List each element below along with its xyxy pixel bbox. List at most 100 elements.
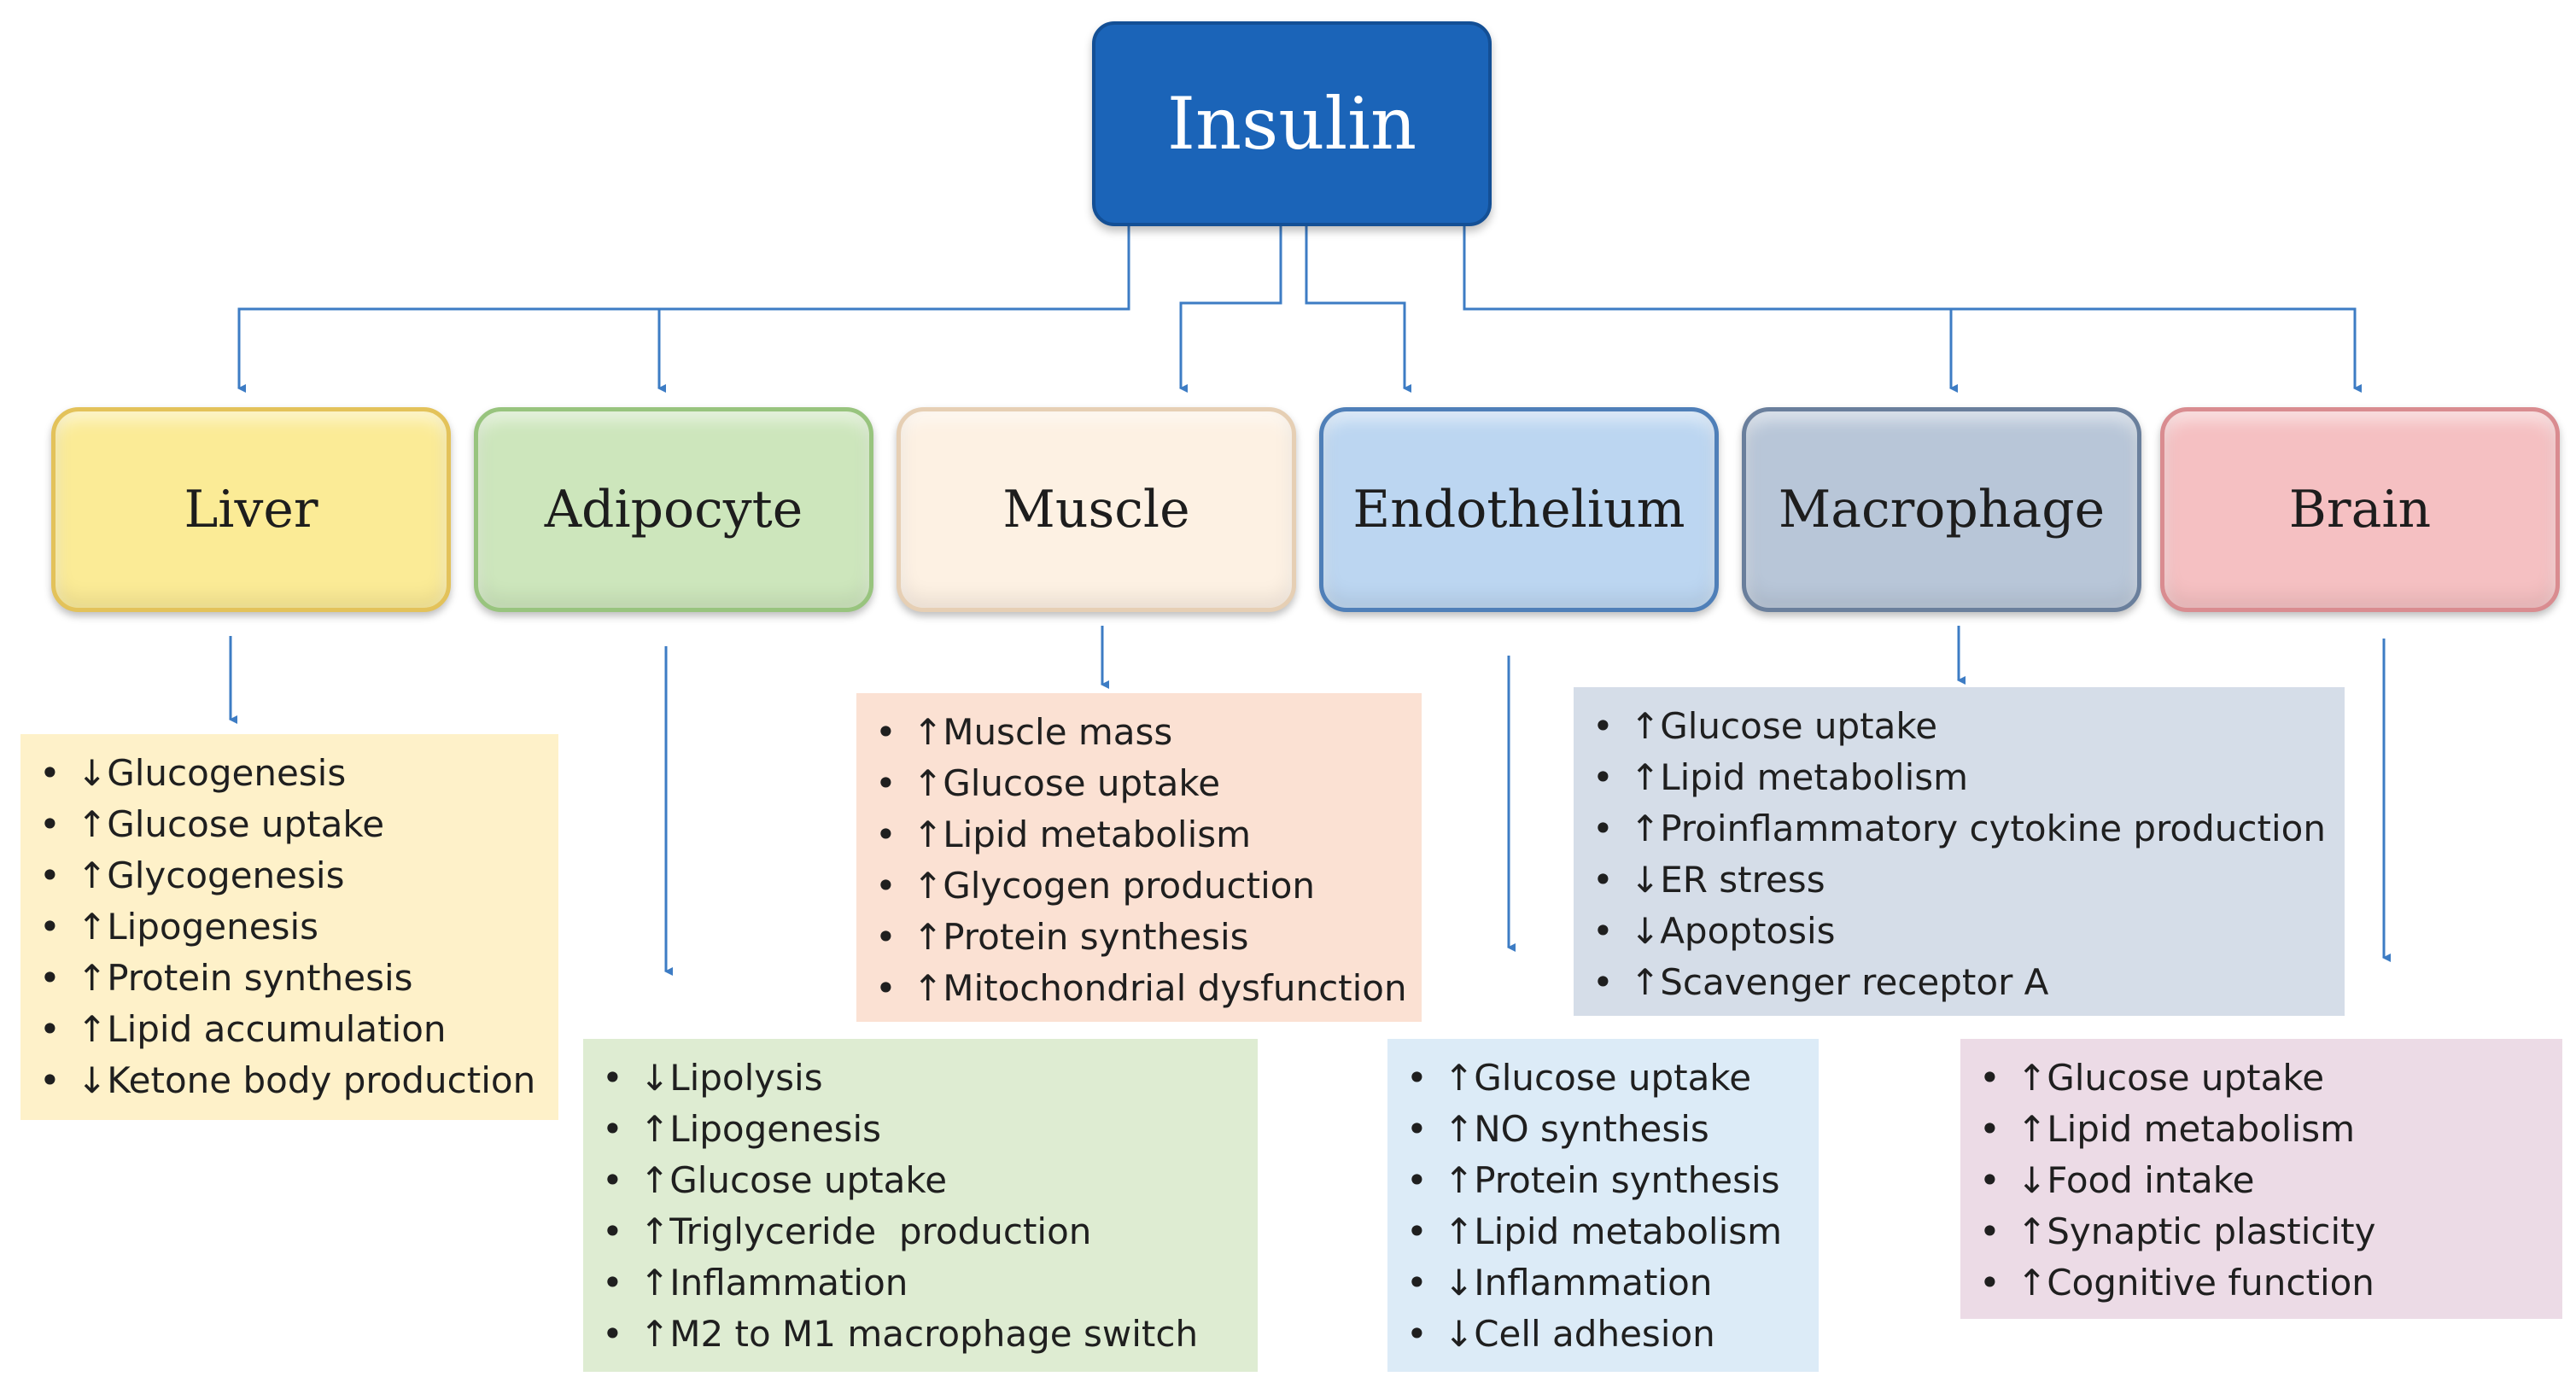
effect-item: •↓Inflammation (1406, 1257, 1798, 1309)
up-arrow-icon: ↑ (640, 1313, 670, 1355)
bullet-icon: • (602, 1108, 623, 1150)
up-arrow-icon: ↑ (2017, 1262, 2047, 1304)
bullet-icon: • (1979, 1210, 2001, 1252)
tissue-box-muscle: Muscle (897, 407, 1296, 612)
effect-item: •↑Protein synthesis (39, 953, 538, 1004)
effect-item: •↑NO synthesis (1406, 1104, 1798, 1155)
effect-text: M2 to M1 macrophage switch (669, 1313, 1199, 1355)
up-arrow-icon: ↑ (77, 906, 108, 948)
up-arrow-icon: ↑ (1630, 756, 1661, 798)
effect-text: Lipid metabolism (943, 814, 1252, 855)
tissue-box-adipocyte: Adipocyte (474, 407, 873, 612)
bullet-icon: • (1592, 756, 1614, 798)
bullet-icon: • (39, 906, 61, 948)
effect-item: •↑Lipid metabolism (1592, 752, 2324, 803)
effect-text: Protein synthesis (943, 916, 1249, 958)
effect-item: •↑Lipid accumulation (39, 1004, 538, 1055)
effect-text: Lipid metabolism (2047, 1108, 2356, 1150)
up-arrow-icon: ↑ (640, 1108, 670, 1150)
effect-text: Lipid accumulation (107, 1008, 447, 1050)
up-arrow-icon: ↑ (77, 1008, 108, 1050)
bullet-icon: • (602, 1262, 623, 1304)
bullet-icon: • (1406, 1057, 1428, 1099)
effect-text: Inflammation (1474, 1262, 1713, 1304)
effect-item: •↑Glucose uptake (39, 799, 538, 850)
bullet-icon: • (1406, 1210, 1428, 1252)
tissue-label-macrophage: Macrophage (1778, 480, 2106, 540)
effect-text: Triglyceride production (669, 1210, 1092, 1252)
down-arrow-icon: ↓ (1630, 910, 1661, 952)
tissue-label-liver: Liver (184, 480, 318, 540)
effect-text: Inflammation (669, 1262, 908, 1304)
bullet-icon: • (1979, 1057, 2001, 1099)
bullet-icon: • (1406, 1262, 1428, 1304)
tissue-label-endothelium: Endothelium (1352, 480, 1685, 540)
effect-item: • ↑Mitochondrial dysfunction (875, 963, 1407, 1014)
up-arrow-icon: ↑ (913, 711, 943, 753)
effect-item: •↑Glucose uptake (1979, 1053, 2542, 1104)
bullet-icon: • (875, 967, 897, 1009)
bullet-icon: • (39, 803, 61, 845)
up-arrow-icon: ↑ (77, 803, 108, 845)
bullet-icon: • (602, 1057, 623, 1099)
up-arrow-icon: ↑ (77, 957, 108, 999)
effect-text: Glucose uptake (943, 762, 1221, 804)
effect-text: Lipogenesis (107, 906, 319, 948)
bullet-icon: • (39, 957, 61, 999)
effect-text: Lipogenesis (669, 1108, 882, 1150)
bullet-icon: • (1592, 705, 1614, 747)
bullet-icon: • (1592, 808, 1614, 849)
effect-text: Lipid metabolism (1474, 1210, 1783, 1252)
up-arrow-icon: ↑ (1444, 1210, 1475, 1252)
down-arrow-icon: ↓ (1630, 859, 1661, 901)
up-arrow-icon: ↑ (640, 1262, 670, 1304)
effect-item: •↑Lipid metabolism (875, 809, 1401, 860)
effect-text: Glucogenesis (107, 752, 347, 794)
effects-panel-macrophage: •↑Glucose uptake•↑Lipid metabolism•↑Proi… (1574, 687, 2345, 1016)
connector-insulin-adipocyte (657, 307, 1129, 393)
up-arrow-icon: ↑ (913, 865, 943, 907)
effect-item: •↑Scavenger receptor A (1592, 957, 2324, 1008)
effect-item: •↑Glucose uptake (875, 758, 1401, 809)
bullet-icon: • (1979, 1159, 2001, 1201)
connector-insulin-liver (237, 226, 1130, 393)
bullet-icon: • (602, 1159, 623, 1201)
bullet-icon: • (875, 916, 897, 958)
tissue-box-macrophage: Macrophage (1742, 407, 2141, 612)
connector-insulin-muscle (1179, 226, 1282, 393)
effect-item: • ↑Lipogenesis (602, 1104, 1237, 1155)
tissue-box-liver: Liver (51, 407, 451, 612)
effect-item: •↑Triglyceride production (602, 1206, 1237, 1257)
down-arrow-icon: ↓ (2017, 1159, 2047, 1201)
effect-item: •↑Glycogenesis (39, 850, 538, 901)
insulin-root-label: Insulin (1166, 82, 1417, 166)
effect-item: •↑Lipid metabolism (1979, 1104, 2542, 1155)
effect-item: •↓ER stress (1592, 854, 2324, 906)
effect-item: • ↑Glycogen production (875, 860, 1401, 912)
effect-text: NO synthesis (1474, 1108, 1709, 1150)
effect-item: •↓Ketone body production (39, 1055, 538, 1106)
effect-item: •↓Food intake (1979, 1155, 2542, 1206)
effect-text: Ketone body production (107, 1059, 536, 1101)
bullet-icon: • (1979, 1262, 2001, 1304)
down-arrow-icon: ↓ (640, 1057, 670, 1099)
up-arrow-icon: ↑ (1630, 808, 1661, 849)
up-arrow-icon: ↑ (913, 916, 943, 958)
effect-text: Mitochondrial dysfunction (943, 967, 1407, 1009)
effect-item: • ↓Glucogenesis (39, 748, 538, 799)
effect-text: Apoptosis (1660, 910, 1836, 952)
effect-item: •↑M2 to M1 macrophage switch (602, 1309, 1237, 1360)
effect-text: Cell adhesion (1474, 1313, 1715, 1355)
effect-item: • ↑Lipogenesis (39, 901, 538, 953)
bullet-icon: • (875, 865, 897, 907)
up-arrow-icon: ↑ (913, 967, 943, 1009)
down-arrow-icon: ↓ (77, 752, 108, 794)
bullet-icon: • (602, 1210, 623, 1252)
effect-item: •↑Protein synthesis (1406, 1155, 1798, 1206)
effects-panel-liver: •↓Glucogenesis•↑Glucose uptake•↑Glycogen… (20, 734, 558, 1120)
effect-item: •↓Lipolysis (602, 1053, 1237, 1104)
tissue-label-muscle: Muscle (1002, 480, 1190, 540)
effect-text: Glycogen production (943, 865, 1316, 907)
bullet-icon: • (39, 752, 61, 794)
bullet-icon: • (39, 1059, 61, 1101)
